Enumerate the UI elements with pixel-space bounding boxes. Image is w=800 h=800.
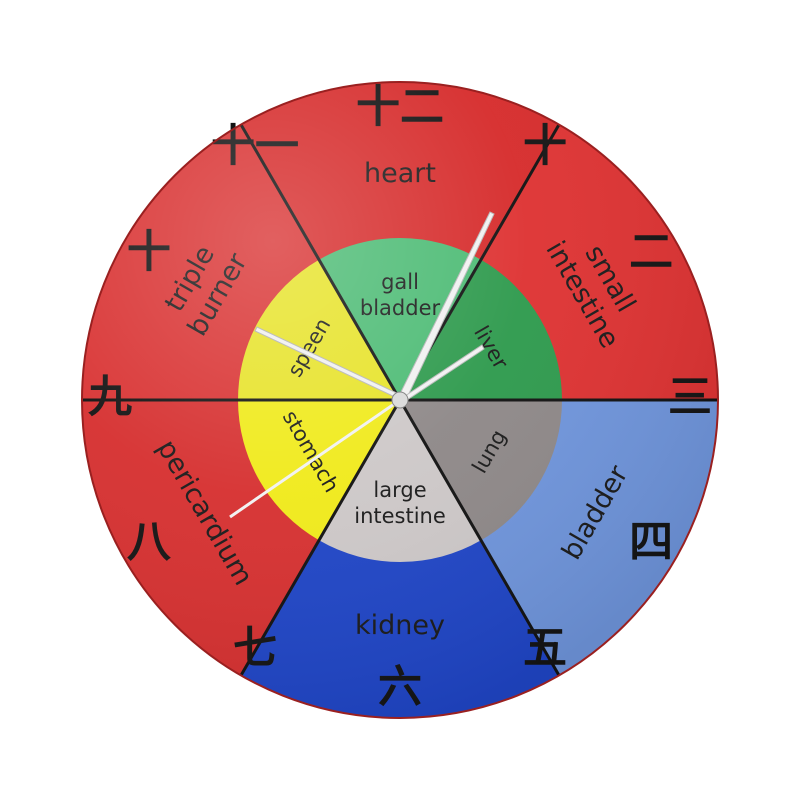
second-hand	[229, 398, 401, 519]
clock-rim	[81, 81, 719, 719]
clock-hands	[229, 211, 495, 519]
center-cap	[391, 391, 409, 409]
